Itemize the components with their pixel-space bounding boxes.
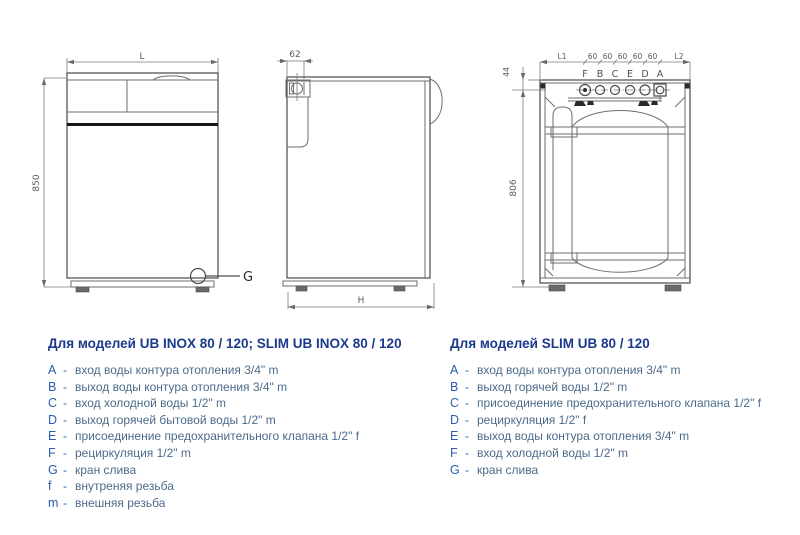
legend-item-E: E-выход воды контура отопления 3/4" m <box>450 429 690 444</box>
legend-item-G: G-кран слива <box>450 462 539 477</box>
port-letter-A: A <box>657 69 664 80</box>
rear-spacing-dim: 60 <box>618 52 628 61</box>
port-letter-D: D <box>641 69 648 80</box>
front-right-foot <box>195 286 210 293</box>
rear-right-foot <box>664 284 682 292</box>
legend-item-F: F-рециркуляция 1/2" m <box>48 445 191 460</box>
front-left-foot <box>75 286 90 293</box>
rear-l2-dim: L2 <box>675 52 684 61</box>
rear-spacing-dim: 60 <box>633 52 643 61</box>
side-view: 62 H <box>277 50 443 310</box>
legend-ub-inox-title: Для моделей UB INOX 80 / 120; SLIM UB IN… <box>48 336 402 351</box>
front-width-dim: L <box>139 52 144 62</box>
legend-slim-ub: Для моделей SLIM UB 80 / 120 A-вход воды… <box>450 336 780 478</box>
rear-height-dim: 806 <box>509 179 519 196</box>
port-letter-F: F <box>582 69 587 80</box>
rear-l1-dim: L1 <box>558 52 567 61</box>
rear-spacing-dim: 60 <box>588 52 598 61</box>
legend-item-m: m-внешняя резьба <box>48 495 166 510</box>
legend-slim-ub-title: Для моделей SLIM UB 80 / 120 <box>450 336 650 351</box>
legend-item-D: D-рециркуляция 1/2" f <box>450 412 587 427</box>
legend-item-G: G-кран слива <box>48 462 137 477</box>
legend-item-D: D-выход горячей бытовой воды 1/2" m <box>48 412 276 427</box>
front-height-dim: 850 <box>32 174 42 191</box>
legend-item-E: E-присоединение предохранительного клапа… <box>48 429 360 444</box>
legend-item-A: A-вход воды контура отопления 3/4" m <box>450 363 681 377</box>
port-letter-E: E <box>627 69 633 80</box>
rear-spacing-dim: 60 <box>648 52 658 61</box>
port-F <box>578 83 592 97</box>
legend-item-B: B-выход воды контура отопления 3/4" m <box>48 379 288 394</box>
boiler-drawings: L 850 G <box>32 50 691 310</box>
port-B <box>594 84 606 96</box>
legend-item-A: A-вход воды контура отопления 3/4" m <box>48 363 279 377</box>
legend-item-B: B-выход горячей воды 1/2" m <box>450 379 628 394</box>
drain-label: G <box>243 270 253 285</box>
legend-ub-inox: Для моделей UB INOX 80 / 120; SLIM UB IN… <box>48 336 440 511</box>
rear-top-offset-dim: 44 <box>502 67 511 77</box>
port-C <box>609 84 621 96</box>
side-depth-dim: H <box>358 296 365 306</box>
legend-item-f: f-внутреняя резьба <box>48 479 174 494</box>
legend-item-F: F-вход холодной воды 1/2" m <box>450 445 629 460</box>
side-offset-dim: 62 <box>289 50 300 60</box>
rear-left-foot <box>548 284 566 292</box>
port-letter-B: B <box>597 69 604 80</box>
port-D <box>639 84 651 96</box>
legend-item-C: C-вход холодной воды 1/2" m <box>48 396 227 411</box>
rear-view: L1 60 60 60 60 60 L2 F B C E D A <box>502 52 691 292</box>
front-view: L 850 G <box>32 52 253 293</box>
legend-item-C: C-присоединение предохранительного клапа… <box>450 396 762 411</box>
port-E <box>624 84 636 96</box>
side-right-foot <box>393 285 406 292</box>
rear-spacing-dim: 60 <box>603 52 613 61</box>
side-left-foot <box>295 285 308 292</box>
port-letter-C: C <box>612 69 619 80</box>
